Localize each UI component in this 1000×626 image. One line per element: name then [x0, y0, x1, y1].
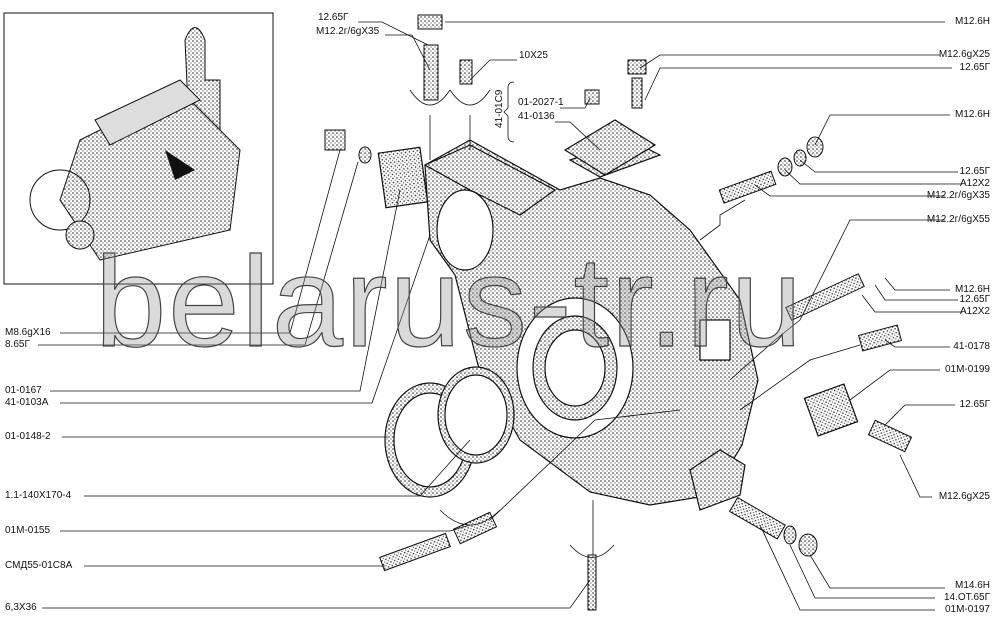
part-label: M12.2г/6gX55 — [926, 214, 990, 225]
part-label: 41-0178 — [953, 341, 990, 352]
part-label: M12.2г/6gX35 — [926, 190, 990, 201]
part-label: 01-0167 — [5, 385, 42, 396]
part-label: M12.6H — [954, 284, 990, 295]
part-label: A12X2 — [959, 178, 990, 189]
part-label: 14.OT.65Г — [944, 592, 990, 603]
part-label: 12.65Г — [959, 399, 990, 410]
part-label: 12.65Г — [318, 12, 349, 23]
engine-inset — [3, 12, 274, 285]
part-label: 01M-0197 — [944, 604, 990, 615]
part-label: 12.65Г — [959, 294, 990, 305]
part-label: M12.6gX25 — [938, 49, 990, 60]
part-label: 10X25 — [519, 50, 548, 61]
part-label: 41-01C9 — [494, 89, 505, 128]
part-label: M12.6gX25 — [938, 491, 990, 502]
part-label: 12.65Г — [959, 62, 990, 73]
part-label: M12.2г/6gX35 — [316, 26, 380, 37]
part-label: СМД55-01С8А — [5, 560, 73, 571]
part-label: 12.65Г — [959, 166, 990, 177]
part-label: M8.6gX16 — [5, 327, 51, 338]
part-label: 41-0136 — [518, 111, 555, 122]
leader-lines — [38, 21, 962, 611]
part-label: 6,3X36 — [5, 602, 37, 613]
part-label: 8.65Г — [5, 339, 30, 350]
part-label: 41-0103A — [5, 397, 49, 408]
part-label: 01-0148-2 — [5, 431, 51, 442]
part-label: M14.6H — [954, 580, 990, 591]
part-label: M12.6H — [954, 16, 990, 27]
part-label: M12.6H — [954, 109, 990, 120]
part-label: A12X2 — [959, 306, 990, 317]
gaskets — [377, 119, 859, 498]
part-label: 01M-0199 — [944, 364, 990, 375]
part-label: 01M-0155 — [5, 525, 51, 536]
part-label: 1.1-140X170-4 — [5, 490, 72, 501]
part-label: 01-2027-1 — [518, 97, 564, 108]
